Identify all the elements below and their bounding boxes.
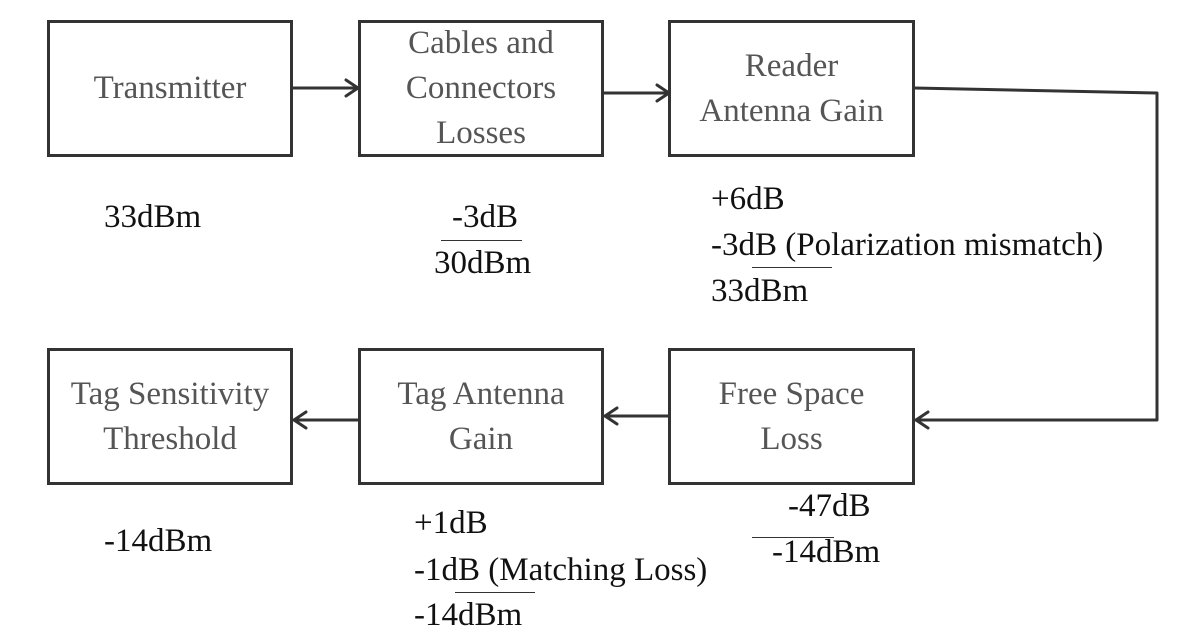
tag-antenna-label: Tag Antenna Gain <box>397 375 565 457</box>
arrow-transmitter-to-cables <box>290 78 360 98</box>
transmitter-power: 33dBm <box>104 199 202 235</box>
arrow-free-space-to-tag-antenna <box>603 406 671 426</box>
free-space-block: Free Space Loss <box>668 348 915 485</box>
reader-antenna-block: Reader Antenna Gain <box>668 20 915 157</box>
free-space-result: -14dBm <box>772 534 881 570</box>
tag-sensitivity-value: -14dBm <box>104 523 213 559</box>
reader-antenna-gain: +6dB <box>711 181 785 217</box>
tag-antenna-result: -14dBm <box>414 597 523 633</box>
tag-antenna-sum-rule <box>455 592 535 593</box>
reader-antenna-result: 33dBm <box>711 273 809 309</box>
tag-sensitivity-label: Tag Sensitivity Threshold <box>70 375 270 457</box>
free-space-label: Free Space Loss <box>718 375 865 457</box>
cables-result: 30dBm <box>434 245 532 281</box>
reader-polarization-mismatch: -3dB (Polarization mismatch) <box>711 227 1104 263</box>
tag-sensitivity-block: Tag Sensitivity Threshold <box>47 348 293 485</box>
reader-sum-rule <box>752 267 832 268</box>
tag-matching-loss: -1dB (Matching Loss) <box>414 552 708 588</box>
cables-connectors-block: Cables and Connectors Losses <box>358 20 604 157</box>
transmitter-label: Transmitter <box>93 70 247 106</box>
cables-connectors-label: Cables and Connectors Losses <box>405 25 557 151</box>
free-space-sum-rule <box>752 537 834 538</box>
reader-antenna-label: Reader Antenna Gain <box>699 47 884 129</box>
free-space-loss-value: -47dB <box>788 488 871 524</box>
arrow-cables-to-reader-antenna <box>601 83 671 103</box>
transmitter-block: Transmitter <box>47 20 293 157</box>
cables-loss: -3dB <box>452 199 518 235</box>
cables-sum-rule <box>441 240 522 241</box>
tag-antenna-block: Tag Antenna Gain <box>358 348 604 485</box>
arrow-reader-antenna-to-free-space <box>912 86 1159 430</box>
tag-antenna-gain-value: +1dB <box>414 505 488 541</box>
arrow-tag-antenna-to-tag-sensitivity <box>292 410 360 430</box>
